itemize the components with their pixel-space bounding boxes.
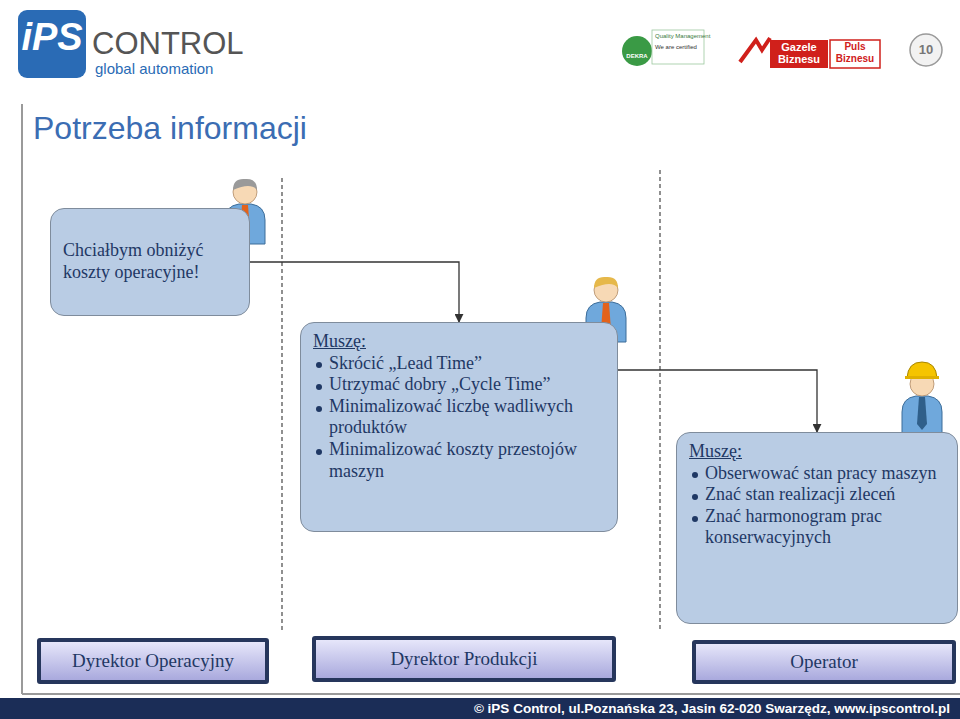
box-text: Operator	[790, 651, 858, 673]
box-heading: Muszę:	[689, 441, 947, 463]
bullet-item: Minimalizować koszty przestojów maszyn	[313, 439, 607, 482]
connector-arrow	[250, 262, 459, 322]
award-name: Puls Biznesu	[831, 41, 879, 65]
hard-hat	[907, 362, 937, 378]
footer-bar	[0, 698, 960, 719]
hat-brim	[905, 376, 939, 379]
person-icon	[902, 362, 942, 436]
cert-name: DEKRA	[623, 53, 651, 59]
frame-line	[21, 104, 23, 694]
bullet-item: Obserwować stan pracy maszyn	[689, 463, 947, 485]
logo-tagline: global automation	[95, 60, 245, 77]
role-label: Dyrektor Operacyjny	[37, 638, 269, 684]
award-name: Gazele Biznesu	[771, 41, 827, 65]
person-tie	[917, 397, 927, 430]
logo-square	[18, 10, 86, 78]
slide-title: Potrzeba informacji	[33, 110, 307, 147]
cert-frame	[652, 30, 704, 64]
bullet-item: Minimalizować liczbę wadliwych produktów	[313, 396, 607, 439]
bullet-item: Skrócić „Lead Time”	[313, 353, 607, 375]
logo-mark: iPS	[20, 16, 84, 59]
frame-line	[22, 693, 960, 695]
cert-text: We are certified	[655, 44, 705, 50]
connector-arrow	[618, 370, 817, 432]
speech-box: Chciałbym obniżyć koszty operacyjne!	[50, 208, 250, 316]
gazele-box	[770, 40, 828, 68]
cert-badge	[622, 36, 652, 66]
box-heading: Muszę:	[313, 331, 607, 353]
logo-word: CONTROL	[92, 26, 242, 62]
role-label: Operator	[692, 640, 956, 684]
box-text: Dyrektor Operacyjny	[72, 650, 234, 672]
divider-line	[281, 178, 282, 630]
speech-box: Muszę:Skrócić „Lead Time”Utrzymać dobry …	[300, 322, 618, 532]
bullet-item: Znać stan realizacji zleceń	[689, 484, 947, 506]
footer-text: © iPS Control, ul.Poznańska 23, Jasin 62…	[300, 701, 950, 716]
role-label: Dyrektor Produkcji	[312, 636, 616, 682]
person-hair	[233, 179, 257, 190]
bullet-item: Utrzymać dobry „Cycle Time”	[313, 374, 607, 396]
box-text: Chciałbym obniżyć koszty operacyjne!	[63, 240, 239, 283]
bullet-item: Znać harmonogram prac konserwacyjnych	[689, 506, 947, 549]
gazelle-mark	[740, 38, 770, 62]
cert-text: Quality Management	[655, 33, 705, 39]
person-body	[902, 396, 942, 436]
badge-number: 10	[912, 42, 940, 57]
anniversary-badge	[910, 34, 942, 66]
speech-box: Muszę:Obserwować stan pracy maszynZnać s…	[676, 432, 958, 624]
divider-line	[659, 170, 660, 630]
person-hair	[594, 277, 618, 288]
puls-box	[830, 40, 880, 68]
box-text: Dyrektor Produkcji	[390, 648, 537, 670]
